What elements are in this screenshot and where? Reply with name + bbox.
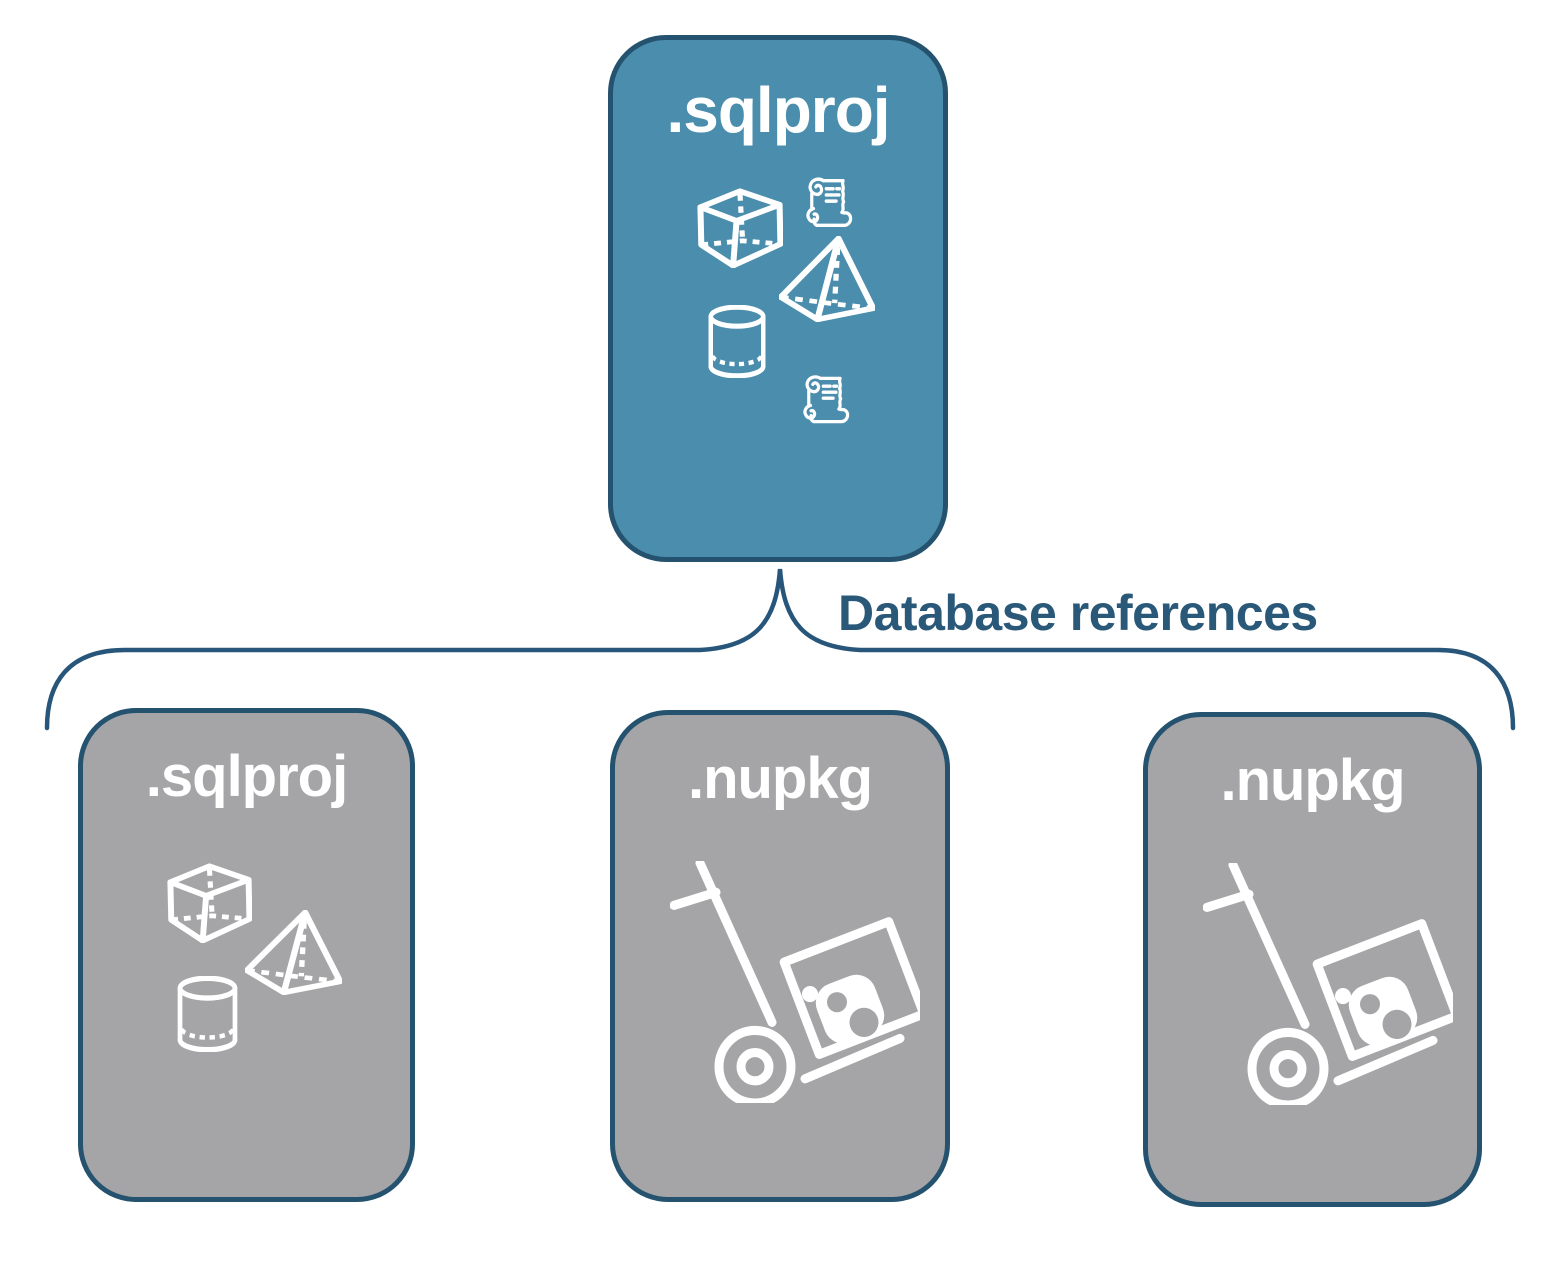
pyramid-icon [245, 910, 342, 995]
nuget-package-dolly-icon [1203, 863, 1453, 1105]
card-title: .nupkg [687, 746, 873, 811]
cube-icon [167, 863, 252, 943]
nuget-package-dolly-icon [670, 861, 920, 1103]
brace-connector [44, 568, 1516, 731]
referenced-nupkg-card: .nupkg [1143, 712, 1482, 1207]
script-scroll-icon [806, 177, 853, 228]
pyramid-icon [779, 236, 875, 322]
main-sqlproj-card: .sqlproj [608, 35, 948, 562]
cylinder-icon [708, 305, 766, 378]
card-title: .sqlproj [145, 744, 348, 809]
card-title: .nupkg [1220, 748, 1405, 813]
referenced-nupkg-card: .nupkg [610, 710, 950, 1202]
card-title: .sqlproj [666, 74, 890, 146]
referenced-sqlproj-card: .sqlproj [78, 708, 415, 1202]
cylinder-icon [177, 976, 238, 1052]
script-scroll-icon [803, 375, 850, 424]
cube-icon [697, 188, 783, 268]
database-references-label: Database references [838, 585, 1318, 641]
